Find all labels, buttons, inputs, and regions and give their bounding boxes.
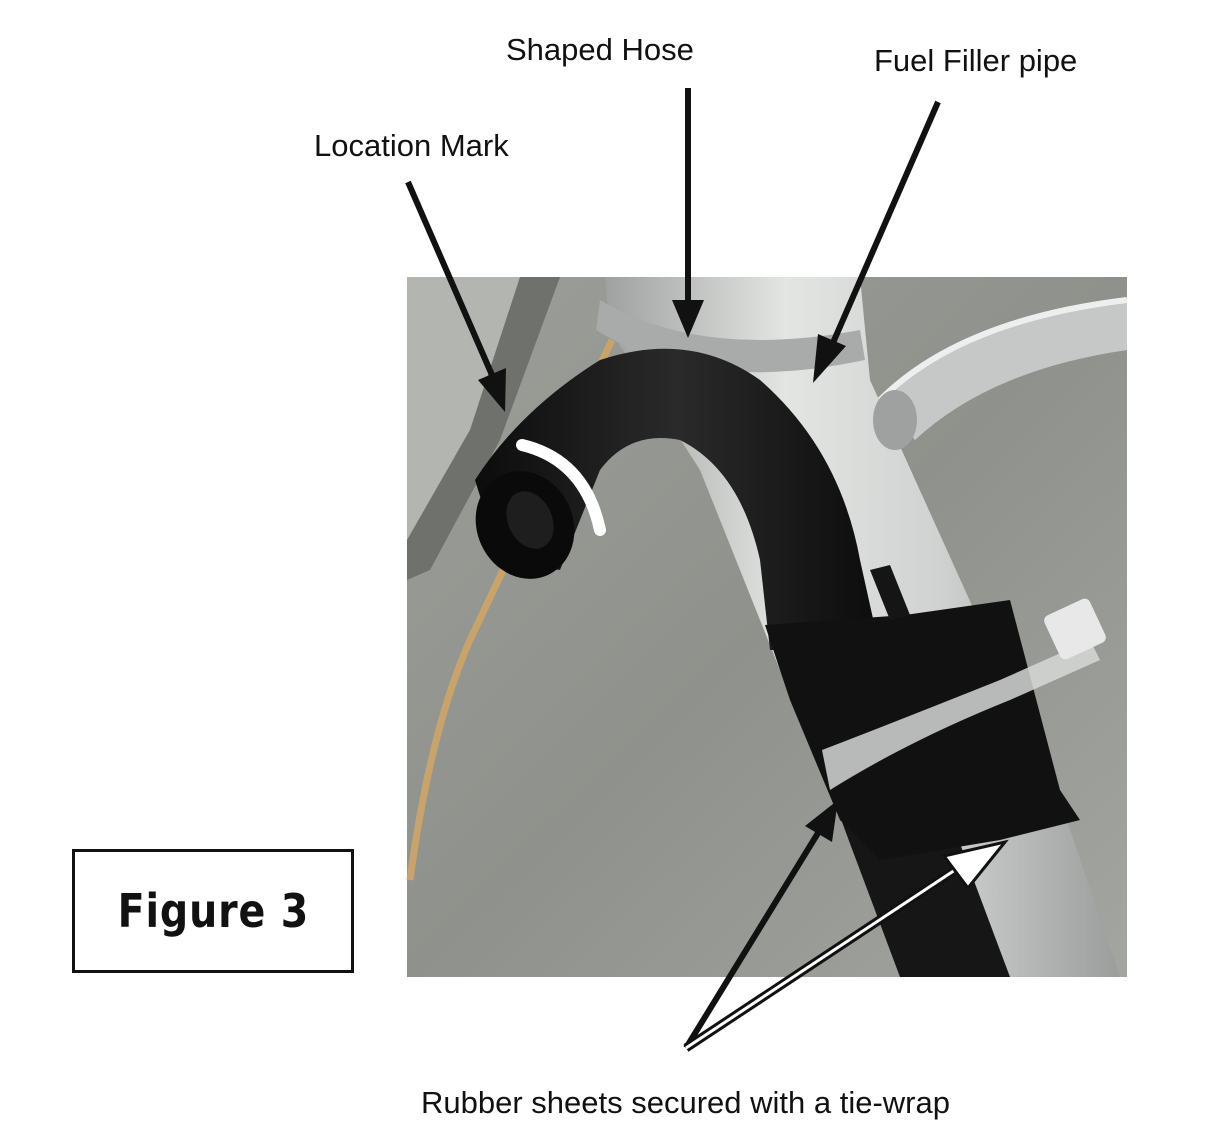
arrow-rubber-sheet-2 (683, 839, 1009, 1052)
shaped-hose-label: Shaped Hose (506, 32, 694, 67)
arrow-shaped-hose (672, 88, 704, 338)
tank-wall (407, 277, 520, 540)
tie-wrap-head (1044, 598, 1106, 660)
location-mark-stripe (516, 439, 606, 536)
rubber-sheet-edge (870, 565, 910, 620)
location-mark-label: Location Mark (314, 128, 509, 163)
fuel-filler-pipe-label: Fuel Filler pipe (874, 43, 1078, 78)
arrow-location-mark (405, 180, 506, 412)
arrow-fuel-filler-pipe (813, 100, 941, 383)
shaped-hose (475, 348, 880, 650)
tie-wrap (822, 640, 1100, 790)
figure-caption: Figure 3 (117, 884, 309, 938)
secondary-pipe (880, 300, 1127, 440)
arrow-rubber-sheet-1 (683, 800, 838, 1050)
rubber-sheets-label: Rubber sheets secured with a tie-wrap (421, 1085, 950, 1120)
figure-caption-box: Figure 3 (72, 849, 354, 973)
